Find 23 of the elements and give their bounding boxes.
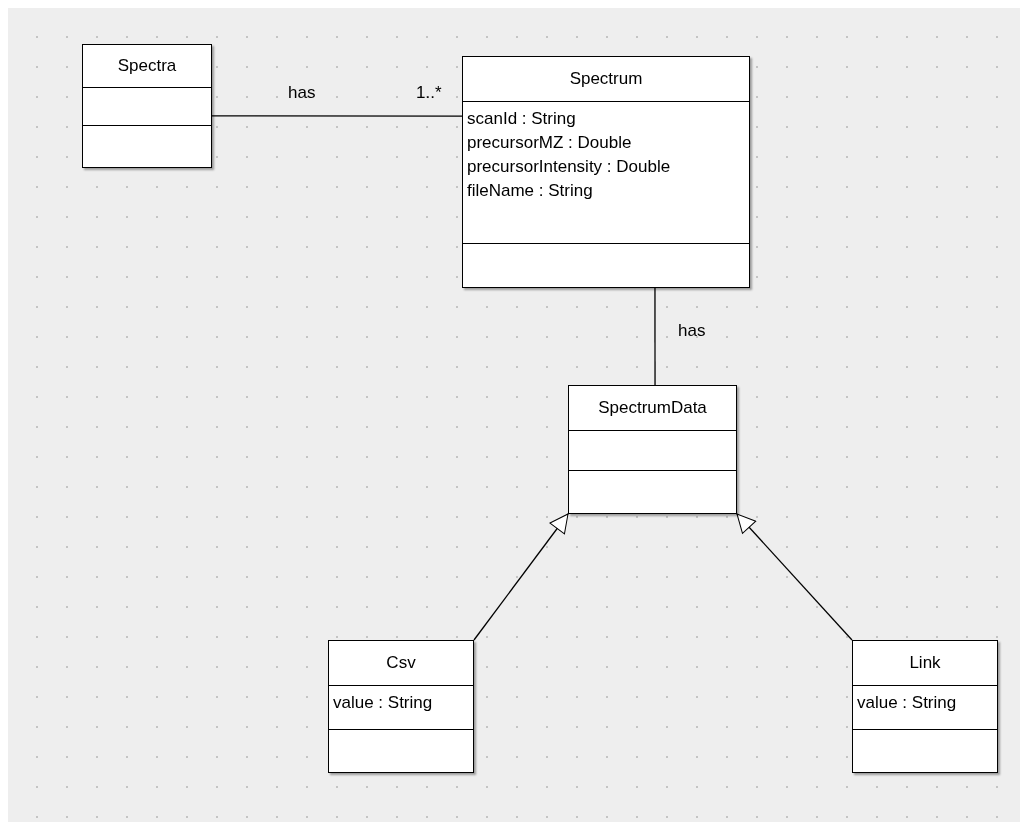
class-box [462,56,750,288]
attribute-text: precursorIntensity : Double [467,156,672,178]
attribute-text: value : String [857,692,958,714]
attribute-text: fileName : String [467,180,594,202]
class-name: Spectrum [569,68,643,91]
attribute-text: value : String [333,692,434,714]
generalization-arrow [736,513,853,641]
class-box [568,385,737,514]
class-name: Csv [386,652,416,675]
association-line [654,287,656,386]
class-name: Spectra [117,55,177,78]
class-box [328,640,474,773]
multiplicity-label: 1..* [416,84,442,101]
class-name: SpectrumData [598,397,707,420]
attribute-text: scanId : String [467,108,577,130]
class-box [82,44,212,168]
generalization-arrow [473,513,569,641]
class-box [852,640,998,773]
edge-label: has [288,84,316,101]
class-name: Link [909,652,941,675]
attribute-text: precursorMZ : Double [467,132,633,154]
association-line [211,115,463,117]
edge-label: has [678,322,706,339]
